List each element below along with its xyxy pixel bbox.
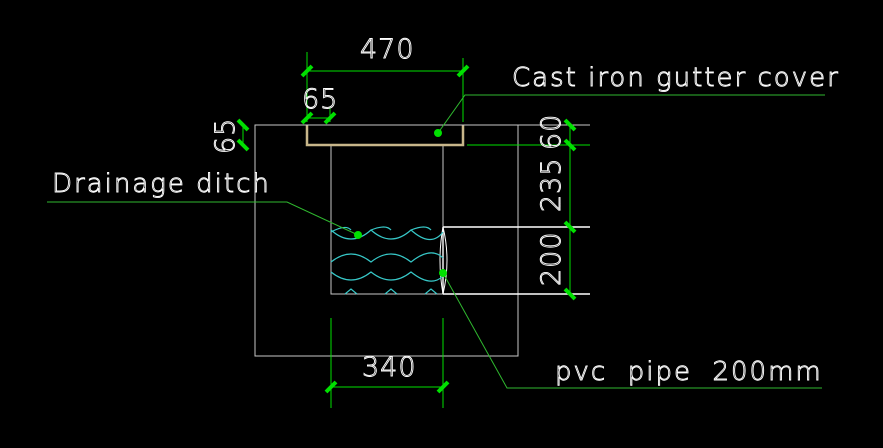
dimension-65-vertical: [236, 118, 250, 152]
dimension-235-text: 235: [536, 157, 567, 212]
inner-ditch-channel: [330, 145, 443, 295]
dimension-340-text: 340: [362, 352, 417, 383]
leader-pipe: [439, 269, 822, 389]
label-cast-iron-cover: Cast iron gutter cover: [512, 63, 840, 93]
dimension-65-lip-text: 65: [302, 84, 338, 115]
leader-ditch: [47, 201, 362, 239]
dimension-470: [300, 52, 470, 122]
label-drainage-ditch: Drainage ditch: [52, 169, 271, 199]
outer-concrete-body: [254, 124, 519, 357]
leader-cover: [434, 94, 825, 137]
dimension-470-text: 470: [360, 34, 415, 65]
water-hatch: [330, 226, 444, 295]
dimension-60-text: 60: [536, 114, 567, 150]
label-pvc-pipe: pvc pipe 200mm: [555, 357, 823, 387]
pvc-pipe: [439, 226, 590, 295]
dimension-right-chain: [467, 118, 590, 301]
dimension-200-text: 200: [536, 231, 567, 286]
gutter-cover: [305, 125, 465, 147]
dimension-65-vertical-text: 65: [210, 118, 241, 154]
dimension-340: [324, 318, 450, 408]
dimension-65-lip: [300, 108, 337, 125]
